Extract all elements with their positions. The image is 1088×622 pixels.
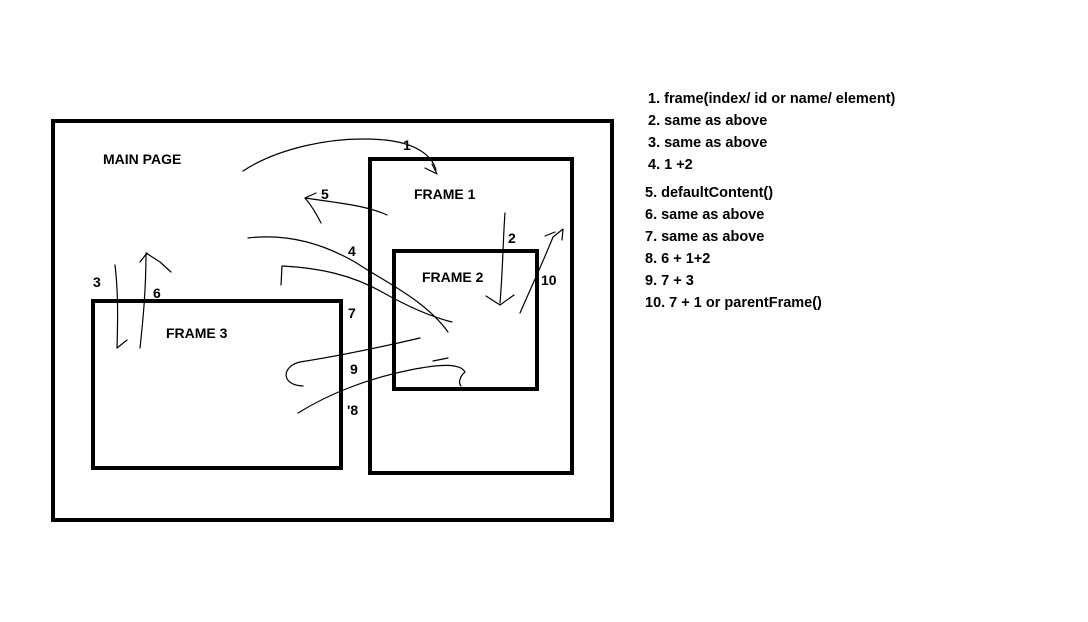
arrow-number-1: 1 — [403, 137, 411, 153]
arrow-number-2: 2 — [508, 230, 516, 246]
main-page-box — [51, 119, 614, 522]
note-item: 7. same as above — [645, 229, 765, 245]
arrow-number-9: 9 — [350, 361, 358, 377]
frame3-box — [91, 299, 343, 470]
note-item: 2. same as above — [648, 113, 768, 129]
arrow-number-8: '8 — [347, 402, 359, 418]
arrow-10 — [519, 228, 564, 314]
arrow-7-head — [432, 357, 449, 362]
arrow-number-10: 10 — [541, 272, 557, 288]
arrow-2 — [499, 212, 506, 304]
arrow-number-6: 6 — [153, 285, 161, 301]
arrow-5 — [304, 197, 388, 224]
note-item: 3. same as above — [648, 135, 768, 151]
main-page-label: MAIN PAGE — [103, 151, 182, 167]
arrow-1 — [242, 138, 437, 172]
note-item: 5. defaultContent() — [645, 185, 774, 201]
arrow-3 — [114, 264, 128, 349]
arrow-7 — [297, 364, 466, 414]
notes-list: 1. frame(index/ id or name/ element) 2. … — [641, 88, 1071, 314]
note-item: 10. 7 + 1 or parentFrame() — [645, 295, 822, 311]
frame3-label: FRAME 3 — [166, 325, 228, 341]
arrow-6 — [139, 252, 172, 349]
arrow-10-head — [544, 231, 556, 237]
frame2-label: FRAME 2 — [422, 269, 484, 285]
arrow-number-4: 4 — [348, 243, 356, 259]
frame1-box — [368, 157, 574, 475]
frame2-box — [392, 249, 539, 391]
note-item: 9. 7 + 3 — [645, 273, 694, 289]
arrow-8 — [280, 265, 453, 323]
arrow-2-head — [485, 294, 515, 306]
arrow-1-head — [424, 163, 438, 175]
note-item: 6. same as above — [645, 207, 765, 223]
arrow-number-3: 3 — [93, 274, 101, 290]
arrow-number-7: 7 — [348, 305, 356, 321]
arrow-number-5: 5 — [321, 186, 329, 202]
arrow-4 — [247, 236, 449, 333]
arrow-6-head — [139, 252, 148, 263]
note-item: 4. 1 +2 — [648, 157, 693, 173]
arrow-9 — [285, 337, 421, 387]
note-item: 8. 6 + 1+2 — [645, 251, 711, 267]
note-item: 1. frame(index/ id or name/ element) — [648, 91, 896, 107]
frame1-label: FRAME 1 — [414, 186, 476, 202]
arrow-5-head — [304, 192, 317, 199]
